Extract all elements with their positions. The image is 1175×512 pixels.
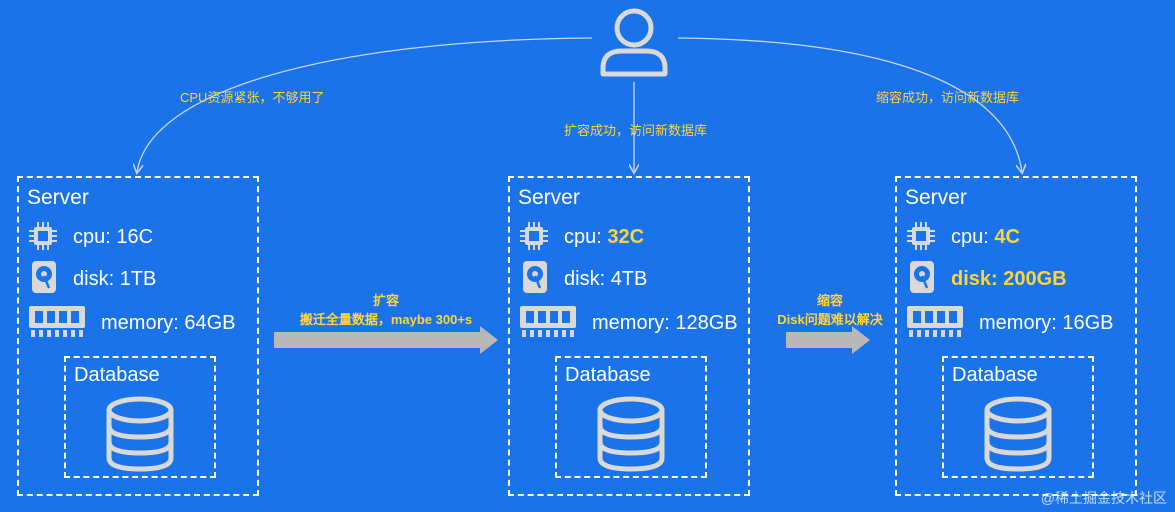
server-title: Server — [518, 186, 580, 209]
server-box-2: Server cpu: 32C disk: 4TB — [508, 176, 750, 496]
disk-value: 1TB — [119, 268, 157, 290]
disk-value: 4TB — [610, 268, 648, 290]
edge-right-line — [677, 37, 1022, 172]
server-title: Server — [905, 186, 967, 209]
database-icon — [106, 396, 174, 472]
cpu-row: cpu: 32C — [564, 226, 645, 248]
cpu-icon — [520, 222, 548, 250]
disk-icon — [523, 261, 547, 293]
scale-up-label: 扩容 搬迁全量数据，maybe 300+s — [280, 290, 492, 328]
scale-down-arrow — [786, 326, 870, 354]
scale-down-subtitle: Disk问题难以解决 — [777, 312, 883, 327]
scale-down-label: 缩容 Disk问题难以解决 — [766, 290, 894, 328]
database-box: Database — [942, 356, 1094, 478]
scale-up-title: 扩容 — [372, 293, 399, 308]
memory-icon — [29, 306, 85, 337]
edge-left-line — [137, 37, 593, 172]
server-title: Server — [27, 186, 89, 209]
database-icon — [597, 396, 665, 472]
memory-row: memory: 64GB — [101, 312, 236, 334]
edge-label-right: 缩容成功，访问新数据库 — [876, 90, 1020, 105]
memory-value: 64GB — [184, 312, 236, 334]
watermark: @稀土掘金技术社区 — [1040, 490, 1167, 506]
disk-row: disk: 1TB — [73, 268, 157, 290]
database-title: Database — [565, 364, 651, 386]
memory-icon — [907, 306, 963, 337]
cpu-row: cpu: 16C — [73, 226, 154, 248]
memory-icon — [520, 306, 576, 337]
cpu-icon — [29, 222, 57, 250]
cpu-value: 4C — [994, 226, 1020, 248]
cpu-value: 32C — [607, 226, 645, 248]
edge-label-left: CPU资源紧张，不够用了 — [180, 90, 325, 105]
database-icon — [984, 396, 1052, 472]
edge-label-center: 扩容成功，访问新数据库 — [564, 123, 708, 138]
memory-row: memory: 128GB — [592, 312, 738, 334]
disk-row: disk: 200GB — [951, 268, 1067, 290]
scale-down-title: 缩容 — [816, 293, 843, 308]
disk-icon — [910, 261, 934, 293]
database-title: Database — [952, 364, 1038, 386]
memory-row: memory: 16GB — [979, 312, 1114, 334]
memory-value: 128GB — [675, 312, 738, 334]
scale-up-arrow — [274, 326, 498, 354]
database-box: Database — [64, 356, 216, 478]
database-title: Database — [74, 364, 160, 386]
disk-row: disk: 4TB — [564, 268, 648, 290]
cpu-row: cpu: 4C — [951, 226, 1020, 248]
cpu-icon — [907, 222, 935, 250]
database-box: Database — [555, 356, 707, 478]
user-icon — [600, 8, 668, 77]
memory-value: 16GB — [1062, 312, 1114, 334]
cpu-value: 16C — [116, 226, 154, 248]
scale-up-subtitle: 搬迁全量数据，maybe 300+s — [299, 312, 473, 327]
disk-icon — [32, 261, 56, 293]
server-box-3: Server cpu: 4C disk: 200GB — [895, 176, 1137, 496]
server-box-1: Server cpu: 16C disk: 1TB — [17, 176, 259, 496]
